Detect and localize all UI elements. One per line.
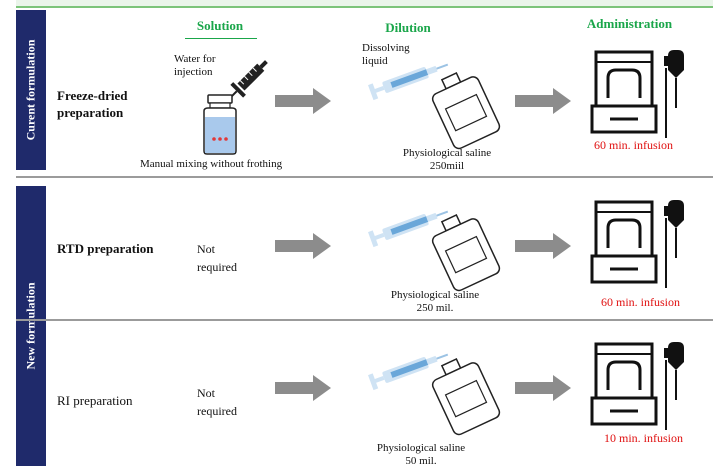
dissolving-label-line2: liquid — [362, 55, 388, 67]
sidebar-current-formulation: Curent formulation — [16, 10, 46, 170]
row2-title: RTD preparation — [57, 241, 154, 256]
dissolving-label-line1: Dissolving — [362, 42, 410, 54]
row1-saline-bag-icon — [431, 72, 501, 150]
row3-dilution-caption-line2: 50 mil. — [405, 455, 437, 467]
row1-arrow-2 — [515, 88, 571, 114]
row3-arrow-1 — [275, 375, 331, 401]
row-divider-1 — [16, 176, 713, 178]
sidebar-new-formulation: New formulation — [16, 186, 46, 466]
sidebar-new-label: New formulation — [23, 282, 38, 370]
row2-syringe-icon — [368, 210, 449, 248]
row3-required-label: required — [197, 404, 237, 418]
row3-title: RI preparation — [57, 393, 133, 408]
water-for-injection-label: Water for injection — [174, 53, 216, 79]
row1-dilution-caption: Physiological saline 250miil — [392, 147, 502, 173]
vial-icon — [203, 94, 237, 155]
row1-dilution-caption-line2: 250miil — [429, 160, 465, 172]
row2-required-label: required — [197, 260, 237, 274]
dissolving-liquid-label: Dissolving liquid — [362, 42, 410, 68]
row2-dilution-caption-line1: Physiological saline — [390, 289, 480, 301]
top-border-light — [16, 0, 713, 6]
row1-syringe-icon — [368, 63, 449, 101]
row3-not-label: Not — [197, 386, 215, 400]
header-administration: Administration — [586, 16, 673, 31]
row2-arrow-2 — [515, 233, 571, 259]
row1-infusion-device-icon — [590, 50, 684, 138]
top-border — [16, 6, 713, 8]
row3-dilution-caption-line1: Physiological saline — [376, 442, 466, 454]
water-label-line1: Water for — [174, 53, 216, 65]
sidebar-current-label: Curent formulation — [23, 39, 38, 141]
row2-solution-text: Not required — [197, 240, 237, 276]
header-solution-underline — [185, 38, 257, 39]
row2-dilution-caption-line2: 250 mil. — [416, 302, 454, 314]
row3-infusion-device-icon — [590, 342, 684, 430]
row1-infusion-time: 60 min. infusion — [594, 138, 674, 152]
header-solution: Solution — [196, 18, 244, 33]
row1-solution-caption: Manual mixing without frothing — [140, 158, 283, 170]
row3-infusion-time: 10 min. infusion — [604, 431, 684, 445]
water-label-line2: injection — [174, 66, 213, 78]
row2-arrow-1 — [275, 233, 331, 259]
row2-not-label: Not — [197, 242, 215, 256]
row3-dilution-caption: Physiological saline 50 mil. — [366, 442, 476, 468]
row1-dilution-caption-line1: Physiological saline — [402, 147, 492, 159]
row1-title-line1: Freeze-dried — [57, 88, 128, 103]
row3-solution-text: Not required — [197, 384, 237, 420]
row3-arrow-2 — [515, 375, 571, 401]
row1-arrow-1 — [275, 88, 331, 114]
row1-title-line2: preparation — [57, 105, 124, 120]
row3-syringe-icon — [368, 353, 449, 391]
row2-saline-bag-icon — [431, 214, 501, 292]
row1-title: Freeze-dried preparation — [57, 87, 128, 121]
row2-infusion-time: 60 min. infusion — [601, 295, 681, 309]
row3-saline-bag-icon — [431, 358, 501, 436]
row2-infusion-device-icon — [590, 200, 684, 288]
row-divider-2 — [16, 319, 713, 321]
header-dilution: Dilution — [385, 20, 431, 35]
row2-dilution-caption: Physiological saline 250 mil. — [380, 289, 490, 315]
syringe-icon — [228, 60, 268, 100]
